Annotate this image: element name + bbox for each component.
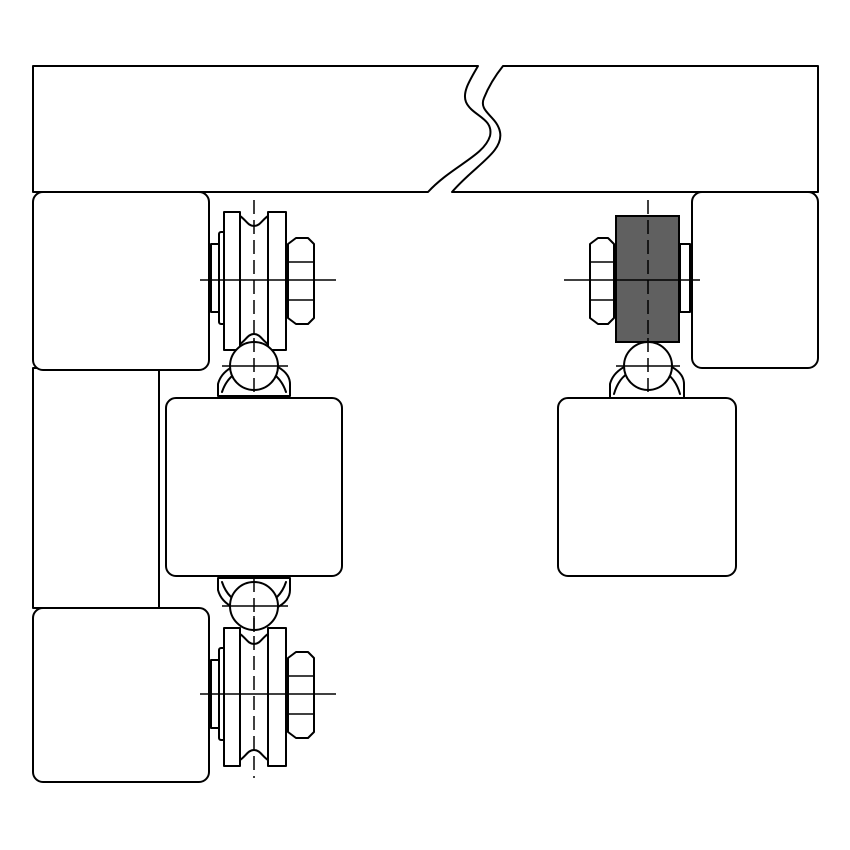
roller-assembly-right-highlighted (564, 200, 700, 399)
left-rail-segment-upper (32, 191, 210, 371)
left-rail-vertical-beam (32, 367, 160, 609)
roller-assembly-upper-left (200, 200, 336, 397)
carriage-block-right (557, 397, 737, 577)
top-rail-beam (32, 65, 819, 193)
roller-assembly-lower-left (200, 577, 336, 778)
right-rail-segment (691, 191, 819, 369)
carriage-block-left (165, 397, 343, 577)
left-rail-segment-lower (32, 607, 210, 783)
